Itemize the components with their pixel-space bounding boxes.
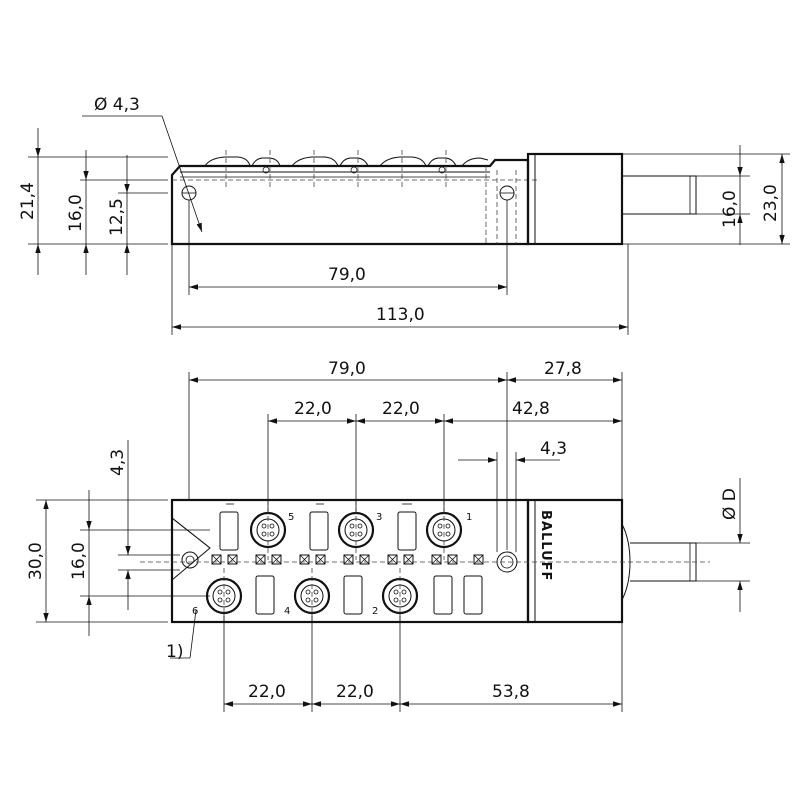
led-indicators bbox=[211, 554, 484, 565]
top-row-ports: 5 3 1 bbox=[249, 511, 472, 549]
port-label-6: 6 bbox=[192, 606, 198, 617]
port-6: 6 bbox=[192, 577, 243, 617]
dim-30-0: 30,0 bbox=[26, 542, 46, 580]
dim-22-0-bottom-b: 22,0 bbox=[336, 682, 374, 702]
dim-22-0-top-a: 22,0 bbox=[294, 399, 332, 419]
dim-27-8: 27,8 bbox=[544, 359, 582, 379]
port-4: 4 bbox=[284, 577, 331, 617]
side-view-cable-housing bbox=[526, 152, 624, 246]
dim-21-4: 21,4 bbox=[18, 182, 38, 220]
port-5: 5 bbox=[249, 511, 294, 549]
port-label-3: 3 bbox=[376, 512, 382, 523]
dim-4-3-vertical: 4,3 bbox=[108, 449, 128, 476]
top-view-centerlines bbox=[140, 500, 710, 622]
port-3: 3 bbox=[337, 511, 382, 549]
side-view-hidden-lines bbox=[172, 150, 540, 244]
top-view: BALLUFF 5 3 bbox=[26, 359, 750, 712]
port-label-5: 5 bbox=[288, 512, 294, 523]
label-windows bbox=[219, 503, 483, 615]
top-dim-79-0: 79,0 bbox=[328, 359, 366, 379]
side-view-port-bumps bbox=[180, 156, 490, 178]
dim-42-8: 42,8 bbox=[512, 399, 550, 419]
dim-12-5: 12,5 bbox=[107, 198, 127, 236]
side-view: Ø 4,3 21,4 16,0 12,5 bbox=[18, 95, 790, 335]
dim-22-0-top-b: 22,0 bbox=[382, 399, 420, 419]
dim-4-3-horizontal: 4,3 bbox=[540, 439, 567, 459]
port-label-1: 1 bbox=[466, 512, 472, 523]
dim-22-0-bottom-a: 22,0 bbox=[248, 682, 286, 702]
top-view-hole-left bbox=[181, 551, 199, 569]
side-view-cable bbox=[622, 175, 697, 215]
port-2: 2 bbox=[372, 577, 419, 617]
side-view-right-dimensions: 16,0 23,0 bbox=[622, 145, 790, 245]
dim-cable-diameter: Ø D bbox=[720, 488, 740, 520]
top-view-cable-housing bbox=[526, 498, 624, 624]
side-dim-79-0: 79,0 bbox=[328, 265, 366, 285]
brand-logo-text: BALLUFF bbox=[538, 510, 553, 581]
top-view-bottom-dimensions: 22,0 22,0 53,8 bbox=[223, 614, 623, 712]
dim-hole-diameter: Ø 4,3 bbox=[94, 95, 140, 115]
side-view-horizontal-dimensions: 79,0 113,0 bbox=[171, 200, 629, 335]
port-label-4: 4 bbox=[284, 606, 290, 617]
footnote-ref: 1) bbox=[166, 642, 183, 662]
dim-16-0-right: 16,0 bbox=[720, 190, 740, 228]
dim-16-0-left: 16,0 bbox=[66, 194, 86, 232]
dim-53-8: 53,8 bbox=[492, 682, 530, 702]
top-view-top-dimensions: 79,0 27,8 22,0 22,0 42,8 4,3 bbox=[188, 359, 623, 552]
dim-16-0: 16,0 bbox=[69, 542, 89, 580]
side-view-left-dimensions: 21,4 16,0 12,5 bbox=[18, 128, 168, 275]
top-view-left-dimensions: 30,0 16,0 4,3 bbox=[26, 440, 210, 636]
bottom-row-ports: 6 4 2 bbox=[192, 577, 419, 617]
dim-113-0: 113,0 bbox=[376, 305, 425, 325]
port-1: 1 bbox=[425, 511, 472, 549]
port-label-2: 2 bbox=[372, 606, 378, 617]
top-view-cable-dimension: Ø D bbox=[696, 478, 750, 612]
dim-23-0: 23,0 bbox=[761, 184, 781, 222]
